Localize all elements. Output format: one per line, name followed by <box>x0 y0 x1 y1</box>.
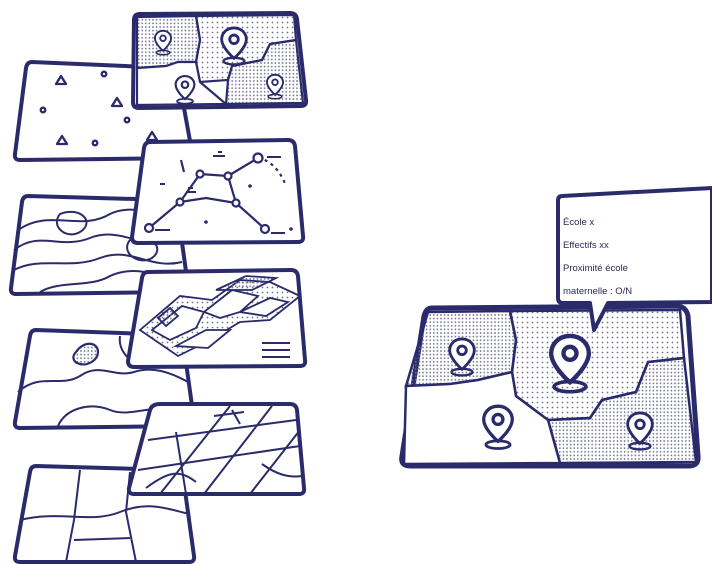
map-pin-icon <box>450 339 475 376</box>
zoomed-map-tile <box>402 306 698 466</box>
map-pin-icon <box>155 31 171 55</box>
layer-network <box>132 140 303 243</box>
node-icon <box>261 225 269 233</box>
layer-streets <box>129 404 304 494</box>
callout-line-kindergarten: maternelle : O/N <box>563 286 703 298</box>
node-icon <box>145 224 153 232</box>
callout-text: École x Effectifs xx Proximité école mat… <box>563 205 703 309</box>
map-pin-icon <box>551 336 589 392</box>
map-pin-icon <box>222 28 247 65</box>
layer-terrain-3d <box>128 270 305 367</box>
layer-zones-with-pins <box>133 13 306 108</box>
map-pin-icon <box>484 406 513 448</box>
callout-line-school: École x <box>563 217 703 229</box>
map-pin-icon <box>176 76 195 104</box>
map-pin-icon <box>267 75 283 99</box>
callout-line-enrollment: Effectifs xx <box>563 240 703 252</box>
map-pin-icon <box>628 413 653 450</box>
callout-line-proximity: Proximité école <box>563 263 703 275</box>
node-icon <box>254 154 263 163</box>
